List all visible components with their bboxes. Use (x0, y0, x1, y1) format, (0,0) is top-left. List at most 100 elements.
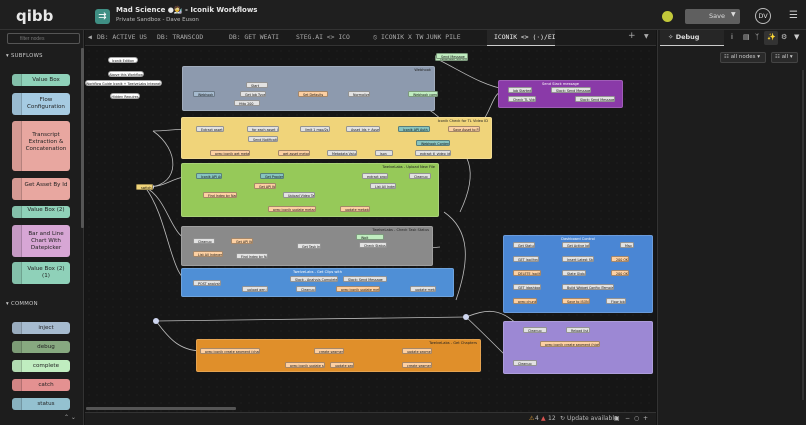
flow-node[interactable]: Get Status (513, 242, 535, 248)
flow-node[interactable]: Wait (356, 234, 384, 240)
tab-5[interactable]: JUNK PILE (426, 33, 461, 41)
debug-scrollbar[interactable] (802, 70, 804, 400)
filter-nodes-input[interactable] (7, 33, 80, 44)
flow-node[interactable]: Webhook complete (408, 91, 438, 97)
zoom-out-icon[interactable]: − (625, 415, 631, 422)
flow-node[interactable]: List All Indexes (370, 183, 396, 189)
update-icon[interactable]: ↻ (560, 415, 566, 422)
wire[interactable] (155, 316, 467, 322)
wire[interactable] (443, 211, 466, 301)
flow-group[interactable]: TwelveLabs - Get Clips with (181, 268, 454, 297)
link-node-dot[interactable] (153, 318, 159, 324)
flow-node[interactable]: List All Indexes (193, 251, 223, 257)
flow-node[interactable]: GET /dashboard (513, 284, 541, 290)
flow-node[interactable]: Start (246, 82, 268, 88)
flow-node[interactable]: Get Task Info (297, 243, 321, 249)
flow-node[interactable]: Cleanup (193, 238, 215, 244)
flow-node[interactable]: Check TL Video ID (508, 96, 536, 102)
flow-node[interactable]: Normalize (348, 91, 370, 97)
palette-common-node[interactable]: catch (12, 379, 70, 391)
palette-subflow-node[interactable]: Flow Configuration (12, 93, 70, 115)
common-section-title[interactable]: ▾ COMMON (6, 301, 38, 307)
flow-node[interactable]: Insert Latest Status (562, 256, 594, 262)
flow-node[interactable]: prep iconik create segment (highlights) (540, 341, 600, 347)
flow-node[interactable]: Build Widget Config (Template) (562, 284, 614, 290)
collapse-palette-icon[interactable]: ⌃ ⌄ (64, 414, 76, 421)
flow-node[interactable]: Iconik API Auth (196, 173, 222, 179)
map-icon[interactable]: ▣ (614, 415, 620, 422)
tab-3[interactable]: STEG.AI <> ICO (296, 33, 350, 41)
debug-bug-icon[interactable]: ✨ (767, 33, 776, 41)
subflows-section-title[interactable]: ▾ SUBFLOWS (6, 53, 43, 59)
flow-node[interactable]: Asset_Ids + Asset_Id (346, 126, 380, 132)
flow-node[interactable]: Flow Job (606, 298, 626, 304)
branch-icon[interactable]: ᛉ (755, 33, 760, 41)
flow-node[interactable]: Get Proxies (260, 173, 284, 179)
warning-count[interactable]: 4 (535, 415, 539, 422)
flow-node[interactable]: Get API Key (231, 238, 253, 244)
flow-node[interactable]: Iconik API Auth (398, 126, 430, 132)
flow-node[interactable]: Upload Video Task (283, 192, 315, 198)
palette-subflow-node[interactable]: Bar and Line Chart With Datepicker (12, 225, 70, 257)
flow-node[interactable]: Slack: Send Message (551, 87, 591, 93)
flow-node[interactable]: update segment (402, 348, 432, 354)
flow-node[interactable]: get asset metadata (278, 150, 310, 156)
chevron-down-icon[interactable]: ▼ (731, 11, 736, 18)
book-icon[interactable]: ▤ (743, 33, 750, 41)
flow-node[interactable]: for each asset_id (247, 126, 279, 132)
tab-menu-icon[interactable]: ▼ (644, 33, 649, 40)
flow-node[interactable]: prep iconik update metadata (268, 206, 316, 212)
update-available-link[interactable]: Update available (567, 415, 618, 422)
flow-node[interactable]: json (375, 150, 393, 156)
flow-node[interactable]: prep chunk data (513, 298, 537, 304)
flow-node[interactable]: Msg (620, 242, 634, 248)
flow-node[interactable]: Send Message (436, 53, 468, 59)
flow-node[interactable]: Save Asset to Flow (448, 126, 480, 132)
tab-6[interactable]: ICONIK <> (·)/EI (494, 33, 556, 41)
save-button[interactable] (685, 9, 740, 24)
flow-node[interactable]: extract tl_video_id (415, 150, 451, 156)
error-count[interactable]: 12 (548, 415, 556, 422)
qibb-logo[interactable]: qibb (16, 7, 54, 25)
flow-node[interactable]: switch (136, 184, 153, 190)
external-link-icon[interactable]: ↗ (234, 6, 241, 15)
flow-group[interactable]: Send Slack message (498, 80, 623, 108)
flow-node[interactable]: Get Job Type (240, 91, 266, 97)
zoom-reset-icon[interactable]: ○ (634, 415, 640, 422)
flow-node[interactable]: Find Index by Name (203, 192, 237, 198)
flow-node[interactable]: Save to JSON DB (562, 298, 590, 304)
flow-node[interactable]: Workflow Guide Iconik + TwelveLabs Integ… (85, 80, 162, 86)
flow-node[interactable]: Cleanup (296, 286, 316, 292)
wire[interactable] (155, 320, 201, 352)
flow-node[interactable]: Cleanup (409, 173, 431, 179)
zoom-in-icon[interactable]: + (643, 415, 649, 422)
flow-node[interactable]: update segment (330, 362, 354, 368)
flow-node[interactable]: Get API Key (254, 183, 276, 189)
flow-node[interactable]: Get Active Jobs (562, 242, 590, 248)
flow-node[interactable]: Above this Workflow (108, 71, 144, 77)
flow-node[interactable]: Webhook Content (416, 140, 450, 146)
link-node-dot[interactable] (463, 314, 469, 320)
palette-subflow-node[interactable]: Transcript Extraction & Concatenation (12, 121, 70, 171)
flow-node[interactable]: Iconik Edition (108, 57, 138, 63)
flow-node[interactable]: prep iconik update metadata (336, 286, 380, 292)
flow-node[interactable]: prep iconik update segment (285, 362, 325, 368)
info-icon[interactable]: i (731, 33, 733, 41)
flow-node[interactable]: Check Status (359, 242, 387, 248)
sidebar-menu-icon[interactable]: ▼ (794, 33, 800, 41)
menu-icon[interactable]: ☰ (789, 10, 798, 21)
canvas-horizontal-scrollbar[interactable] (86, 407, 236, 410)
flow-node[interactable]: Cleanup (513, 360, 537, 366)
palette-common-node[interactable]: complete (12, 360, 70, 372)
tab-1[interactable]: DB: TRANSCOD (157, 33, 204, 41)
debug-tab[interactable] (660, 30, 724, 46)
palette-common-node[interactable]: inject (12, 322, 70, 334)
flow-node[interactable]: Metadata Values (327, 150, 357, 156)
flow-node[interactable]: Set Defaults (298, 91, 328, 97)
flow-node[interactable]: prep iconik get metadata (210, 150, 250, 156)
flow-node[interactable]: POST analysis (193, 280, 221, 286)
palette-subflow-node[interactable]: Value Box (2) (1) (12, 262, 70, 284)
palette-subflow-node[interactable]: Value Box (12, 74, 70, 86)
palette-subflow-node[interactable]: Value Box (2) (12, 206, 70, 218)
flow-node[interactable]: create segment (402, 362, 432, 368)
